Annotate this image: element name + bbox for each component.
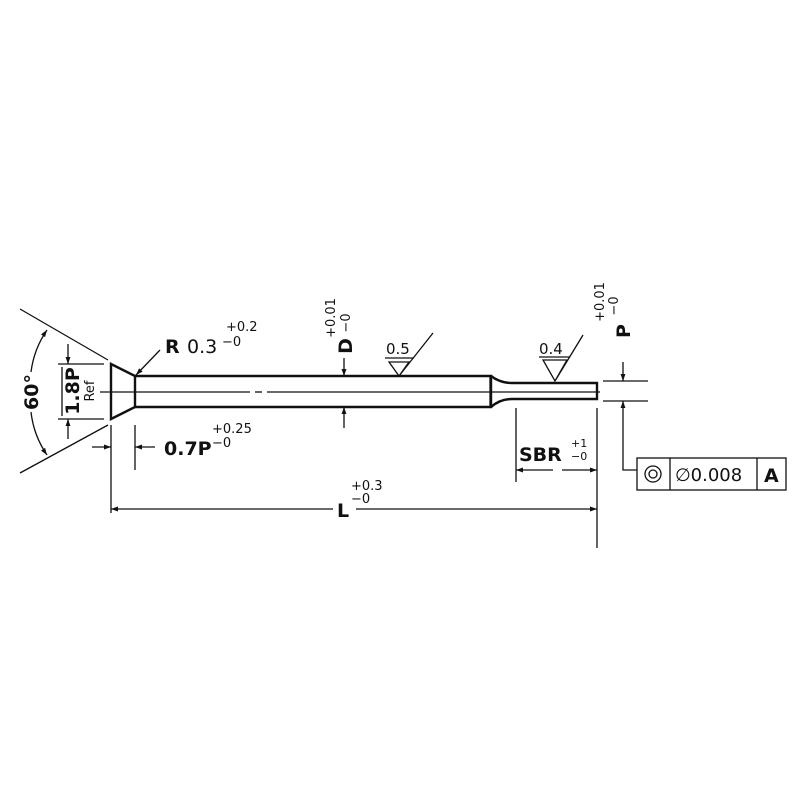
surface-finish-symbol xyxy=(385,332,434,378)
tip-length-tol-plus: +1 xyxy=(571,437,587,450)
head-dia-note: Ref xyxy=(83,380,98,401)
tip-dia-label: P xyxy=(613,324,635,338)
surface-finish-symbol xyxy=(539,334,584,383)
fcf-datum: A xyxy=(764,465,779,487)
head-length-label: 0.7P xyxy=(164,438,212,460)
tip-length-label: SBR xyxy=(519,444,562,466)
head-dia-dimension xyxy=(58,344,104,439)
head-length-tol-plus: +0.25 xyxy=(212,422,252,437)
tip-finish-value: 0.4 xyxy=(539,340,563,358)
tip-tol-minus: −0 xyxy=(607,296,622,315)
tip-length-tol-minus: −0 xyxy=(571,450,587,463)
radius-tol-plus: +0.2 xyxy=(226,320,258,335)
feature-control-frame xyxy=(636,457,787,491)
angle-label: 60° xyxy=(21,374,43,410)
angle-dimension xyxy=(19,308,109,474)
tip-dia-dimension xyxy=(603,362,648,471)
length-label: L xyxy=(337,500,349,522)
length-tol-minus: −0 xyxy=(351,492,370,507)
radius-tol-minus: −0 xyxy=(222,335,241,350)
tip-tol-plus: +0.01 xyxy=(593,282,608,322)
radius-leader xyxy=(135,349,161,376)
head-length-dimension xyxy=(92,425,155,513)
shank-tol-plus: +0.01 xyxy=(324,298,339,338)
shank-dia-label: D xyxy=(335,338,357,354)
head-length-tol-minus: −0 xyxy=(212,436,231,451)
head-dia-label: 1.8P xyxy=(62,367,84,415)
concentricity-icon xyxy=(644,465,662,483)
shank-finish-value: 0.5 xyxy=(386,340,410,358)
length-tol-plus: +0.3 xyxy=(351,479,383,494)
radius-value: 0.3 xyxy=(187,336,217,358)
radius-prefix: R xyxy=(165,336,180,358)
tip-length-dimension xyxy=(515,408,598,548)
shank-tol-minus: −0 xyxy=(339,313,354,332)
fcf-tolerance: ∅0.008 xyxy=(675,465,742,486)
